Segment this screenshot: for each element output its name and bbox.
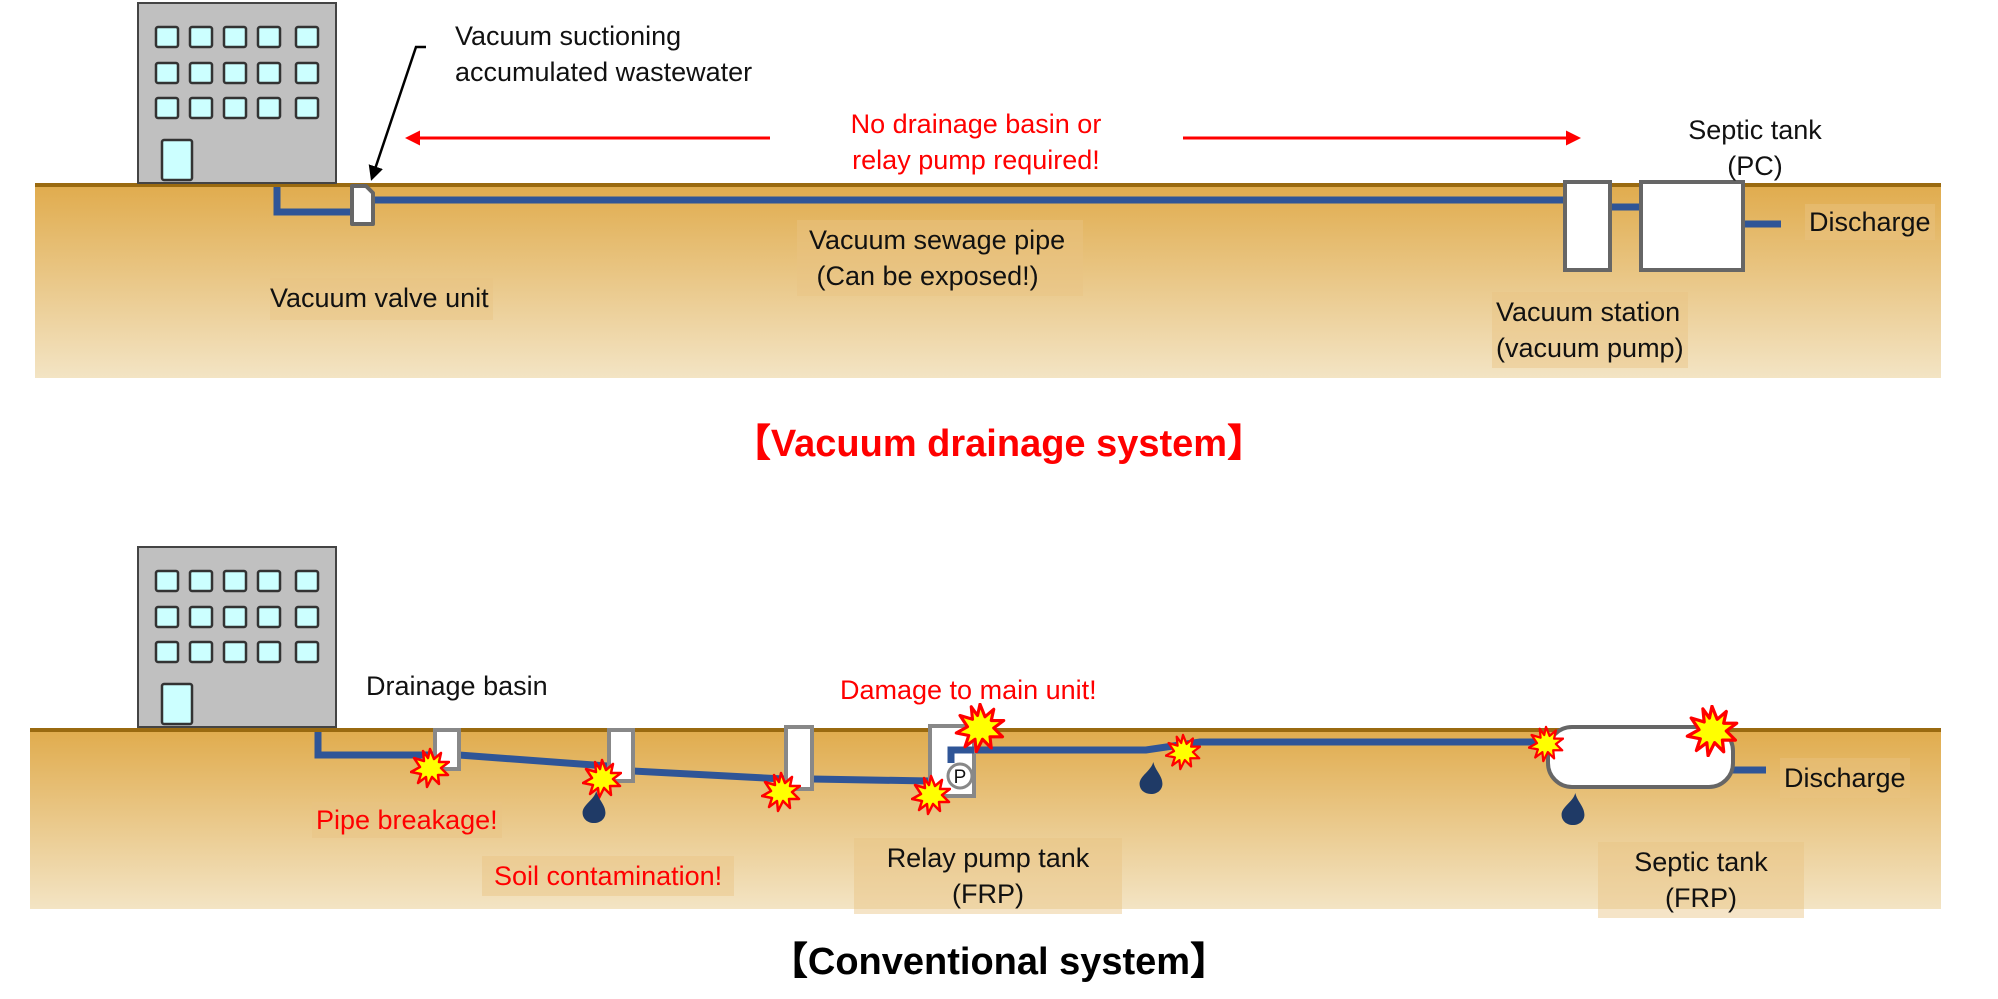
building-drain-pipe bbox=[273, 187, 352, 216]
sewage-pipe-label: Vacuum sewage pipe (Can be exposed!) bbox=[797, 220, 1084, 296]
pump-icon bbox=[946, 762, 974, 790]
discharge-label: Discharge bbox=[1780, 758, 1910, 798]
soil-contamination-label: Soil contamination! bbox=[482, 856, 735, 896]
vacuum-system-scene bbox=[35, 1, 1941, 378]
relay-pump-tank-label: Relay pump tank (FRP) bbox=[854, 838, 1122, 914]
vacuum-station-label: Vacuum station (vacuum pump) bbox=[1492, 292, 1688, 368]
conventional-system-scene: P bbox=[30, 545, 1941, 909]
callout-leader-arrow bbox=[368, 45, 426, 181]
pump-symbol: P bbox=[954, 767, 967, 788]
suction-callout-label: Vacuum suctioning accumulated wastewater bbox=[455, 21, 753, 87]
ground-surface-line bbox=[35, 183, 1941, 187]
septic-tank-frp-label: Septic tank (FRP) bbox=[1598, 842, 1804, 918]
vacuum-station bbox=[1563, 180, 1612, 272]
drainage-basin bbox=[784, 725, 814, 791]
building-drain-pipe bbox=[314, 732, 435, 759]
sewer-pipe-3 bbox=[811, 775, 931, 785]
vacuum-system-title: 【Vacuum drainage system】 bbox=[732, 423, 1266, 465]
drainage-basin-label: Drainage basin bbox=[366, 671, 548, 701]
septic-tank-frp bbox=[1546, 725, 1735, 789]
building-icon bbox=[136, 545, 338, 729]
valve-unit-label: Vacuum valve unit bbox=[270, 278, 493, 320]
conventional-system-title: 【Conventional system】 bbox=[769, 941, 1229, 983]
septic-tank-pc bbox=[1639, 180, 1745, 272]
pump-outlet-pipe bbox=[947, 746, 974, 763]
sewer-pipe-2 bbox=[632, 767, 785, 783]
septic-tank-pc-label: Septic tank (PC) bbox=[1688, 115, 1822, 181]
sewer-pipe-1 bbox=[458, 751, 608, 770]
discharge-label: Discharge bbox=[1805, 204, 1935, 240]
pipe-breakage-label: Pipe breakage! bbox=[312, 802, 502, 838]
no-basin-note: No drainage basin or relay pump required… bbox=[850, 109, 1102, 175]
damage-label: Damage to main unit! bbox=[840, 675, 1097, 705]
building-icon bbox=[136, 1, 338, 185]
vacuum-valve-unit bbox=[350, 184, 375, 226]
